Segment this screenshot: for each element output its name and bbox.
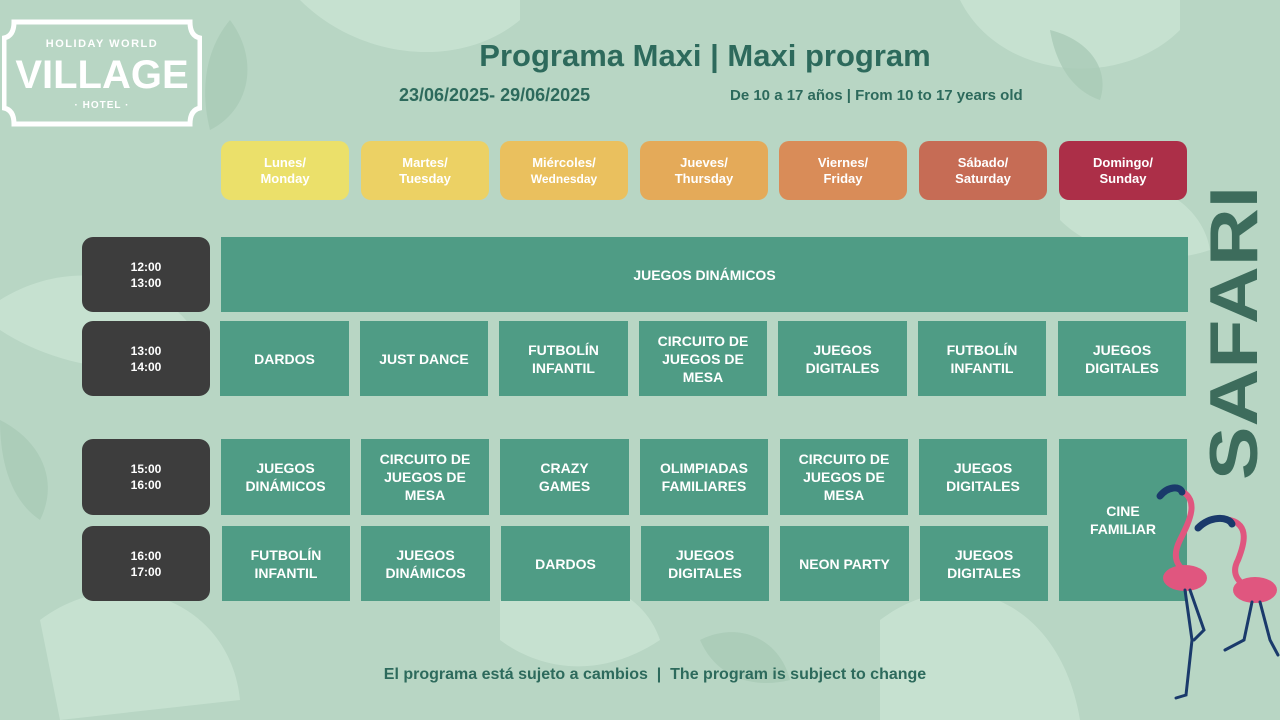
svg-text:SAFARI: SAFARI [1203,186,1272,480]
day-header-saturday: Sábado/Saturday [919,141,1047,200]
activity-cell: DARDOS [220,321,349,396]
flamingo-illustration [1156,484,1280,700]
activity-cell: JUST DANCE [360,321,488,396]
day-header-wednesday: Miércoles/Wednesday [500,141,628,200]
svg-text:· HOTEL ·: · HOTEL · [75,100,130,111]
activity-cell: JUEGOS DIGITALES [778,321,907,396]
day-header-monday: Lunes/Monday [221,141,349,200]
activity-cell-sunday-afternoon: CINE FAMILIAR [1059,439,1187,601]
activity-cell: CIRCUITO DE JUEGOS DE MESA [639,321,767,396]
activity-cell: FUTBOLÍN INFANTIL [222,526,350,601]
holiday-world-village-logo: HOLIDAY WORLD VILLAGE · HOTEL · [2,19,202,127]
activity-cell: JUEGOS DIGITALES [919,439,1047,515]
activity-cell: CIRCUITO DE JUEGOS DE MESA [780,439,908,515]
activity-cell: NEON PARTY [780,526,909,601]
activity-cell: OLIMPIADAS FAMILIARES [640,439,768,515]
age-range: De 10 a 17 años | From 10 to 17 years ol… [730,87,1023,104]
day-header-friday: Viernes/Friday [779,141,907,200]
activity-cell: CRAZY GAMES [500,439,629,515]
activity-cell: FUTBOLÍN INFANTIL [499,321,628,396]
activity-cell: JUEGOS DIGITALES [920,526,1048,601]
activity-cell: FUTBOLÍN INFANTIL [918,321,1046,396]
activity-cell: JUEGOS DIGITALES [1058,321,1186,396]
page-title: Programa Maxi | Maxi program [479,38,931,73]
day-header-thursday: Jueves/Thursday [640,141,768,200]
activity-cell: JUEGOS DIGITALES [641,526,769,601]
svg-text:HOLIDAY WORLD: HOLIDAY WORLD [46,38,158,50]
date-range: 23/06/2025- 29/06/2025 [399,85,591,105]
footer-disclaimer: El programa está sujeto a cambios | The … [383,666,927,683]
activity-cell: DARDOS [501,526,630,601]
activity-cell: CIRCUITO DE JUEGOS DE MESA [361,439,489,515]
activity-cell: JUEGOS DINÁMICOS [221,237,1188,312]
svg-text:VILLAGE: VILLAGE [15,53,188,97]
day-header-tuesday: Martes/Tuesday [361,141,489,200]
activity-cell: JUEGOS DINÁMICOS [221,439,350,515]
day-header-sunday: Domingo/Sunday [1059,141,1187,200]
safari-theme-label: SAFARI [1203,186,1272,480]
activity-cell: JUEGOS DINÁMICOS [361,526,490,601]
